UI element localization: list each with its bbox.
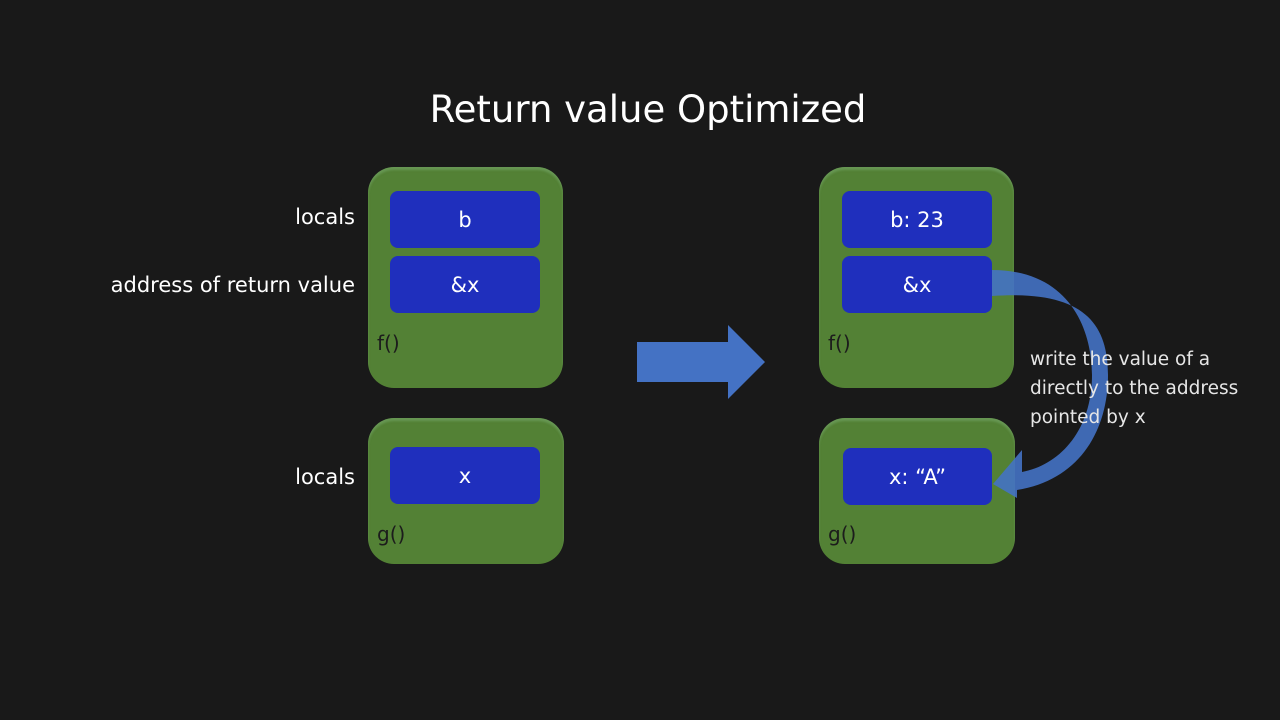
slide-title: Return value Optimized (429, 88, 867, 131)
left-f-frame-name: f() (377, 331, 400, 355)
annotation-line-2: directly to the address (1030, 378, 1239, 399)
right-g-frame-name: g() (828, 522, 857, 546)
left-f-stack-frame: b &x f() (368, 167, 563, 388)
locals-label-bottom: locals (295, 465, 355, 489)
transform-arrow-icon (637, 325, 765, 399)
left-g-local-x-slot: x (390, 447, 540, 504)
right-g-stack-frame: x: “A” g() (819, 418, 1015, 564)
left-f-local-b-slot: b (390, 191, 540, 248)
right-f-return-address-slot: &x (842, 256, 992, 313)
left-g-stack-frame: x g() (368, 418, 564, 564)
address-of-return-value-label: address of return value (110, 273, 355, 297)
annotation-line-1: write the value of a (1030, 349, 1211, 370)
right-f-stack-frame: b: 23 &x f() (819, 167, 1014, 388)
locals-label-top: locals (295, 205, 355, 229)
right-g-local-x-slot: x: “A” (843, 448, 992, 505)
annotation-line-3: pointed by x (1030, 407, 1146, 428)
right-f-frame-name: f() (828, 331, 851, 355)
left-f-return-address-slot: &x (390, 256, 540, 313)
right-f-local-b-slot: b: 23 (842, 191, 992, 248)
left-g-frame-name: g() (377, 522, 406, 546)
rvo-annotation: write the value of a directly to the add… (1030, 345, 1270, 432)
